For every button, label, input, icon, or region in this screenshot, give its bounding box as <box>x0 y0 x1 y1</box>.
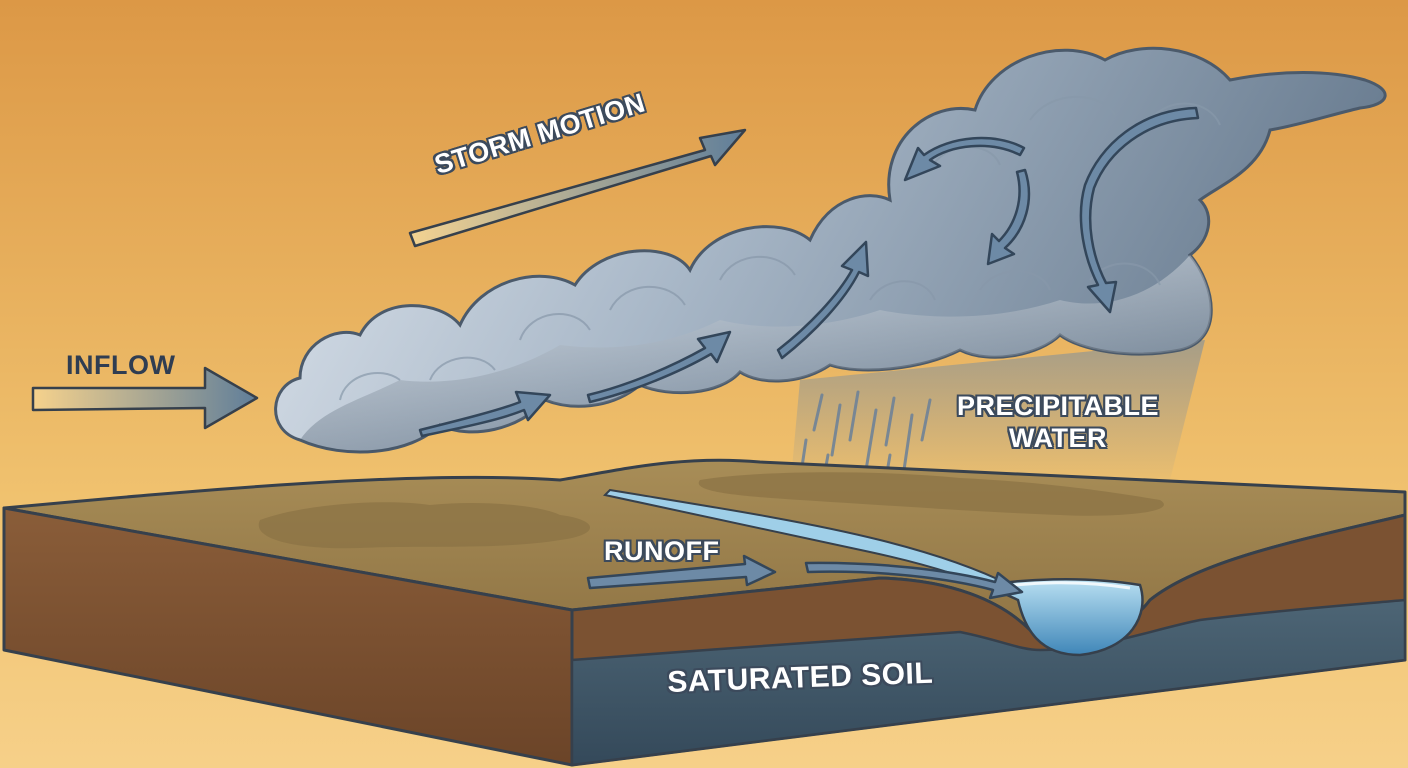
ground-shading <box>258 472 1164 549</box>
inflow-label: INFLOW <box>66 350 176 380</box>
storm-motion-arrow <box>408 128 747 248</box>
rain-shaft <box>790 340 1205 490</box>
runoff-arrows <box>586 554 1024 600</box>
updraft-arrows <box>418 106 1200 438</box>
inflow-arrow <box>31 366 259 430</box>
precipitable-water-line2: WATER <box>1009 423 1107 453</box>
precipitable-water-label: PRECIPITABLE WATER <box>948 390 1168 454</box>
runoff-label: RUNOFF <box>604 536 720 566</box>
saturated-soil-layer <box>570 598 1407 767</box>
water-pool <box>980 578 1144 657</box>
precipitable-water-line1: PRECIPITABLE <box>956 391 1159 421</box>
